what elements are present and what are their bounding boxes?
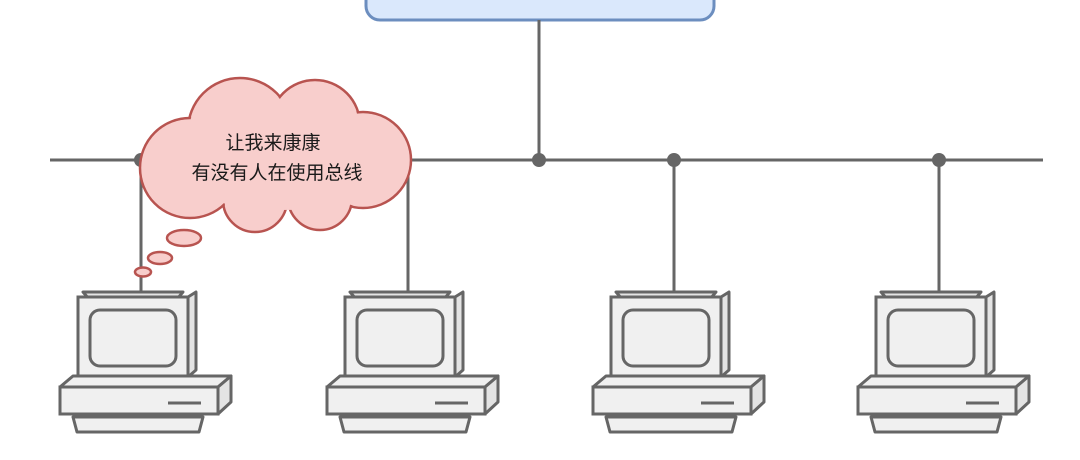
computer-3	[591, 290, 766, 434]
server-box	[364, 0, 716, 22]
computer-1	[58, 290, 233, 434]
thought-dot-medium	[146, 250, 174, 266]
thought-text-line-1: 让我来康康	[225, 132, 320, 154]
thought-text-line-2: 有没有人在使用总线	[191, 162, 362, 184]
thought-dot-large	[165, 228, 203, 248]
thought-dot-small	[133, 266, 153, 278]
junction-dot-4	[932, 153, 946, 167]
computer-4	[856, 290, 1031, 434]
junction-dot-3	[667, 153, 681, 167]
junction-dot-server	[532, 153, 546, 167]
thought-cloud: 让我来康康 有没有人在使用总线	[138, 76, 413, 234]
computer-2	[325, 290, 500, 434]
